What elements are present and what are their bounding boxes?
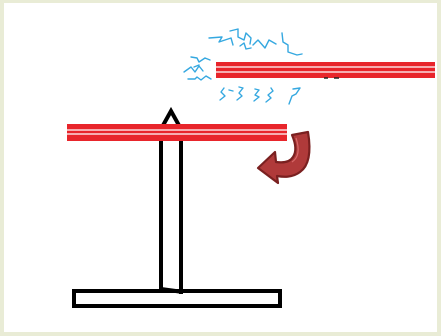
red-bar-balanced	[67, 124, 287, 141]
red-bar-moving	[216, 62, 435, 79]
drawing-canvas	[4, 3, 437, 332]
stand-base	[72, 289, 282, 308]
curved-arrow-icon	[256, 130, 311, 185]
stand-tip	[159, 106, 183, 130]
stand-post	[159, 140, 184, 294]
motion-lines-icon	[183, 28, 303, 105]
